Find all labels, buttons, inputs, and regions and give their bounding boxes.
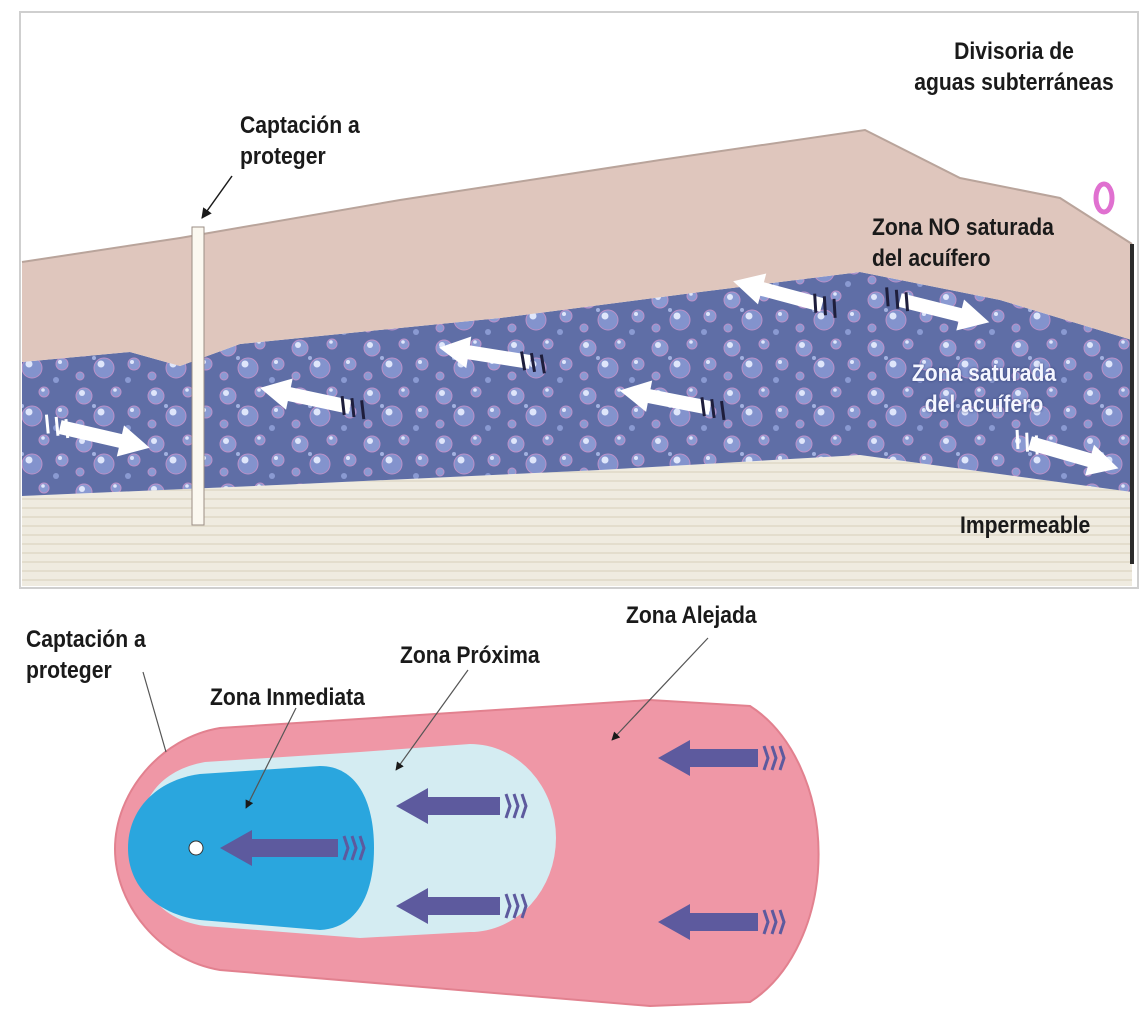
label-well-to-protect: Captación a proteger	[240, 110, 360, 172]
leader-plan-well	[143, 672, 166, 752]
label-zona-inmediata: Zona Inmediata	[210, 682, 365, 713]
label-groundwater-divide: Divisoria de aguas subterráneas	[891, 36, 1137, 98]
label-impermeable: Impermeable	[960, 510, 1090, 541]
label-zona-alejada: Zona Alejada	[626, 600, 757, 631]
right-boundary	[1130, 244, 1134, 564]
well-casing	[192, 227, 204, 525]
label-zona-proxima: Zona Próxima	[400, 640, 540, 671]
label-unsaturated-zone: Zona NO saturada del acuífero	[872, 212, 1054, 274]
cross-section	[20, 12, 1138, 588]
well-point	[189, 841, 203, 855]
label-plan-well-to-protect: Captación a proteger	[26, 624, 146, 686]
label-saturated-zone: Zona saturada del acuífero	[896, 358, 1072, 420]
